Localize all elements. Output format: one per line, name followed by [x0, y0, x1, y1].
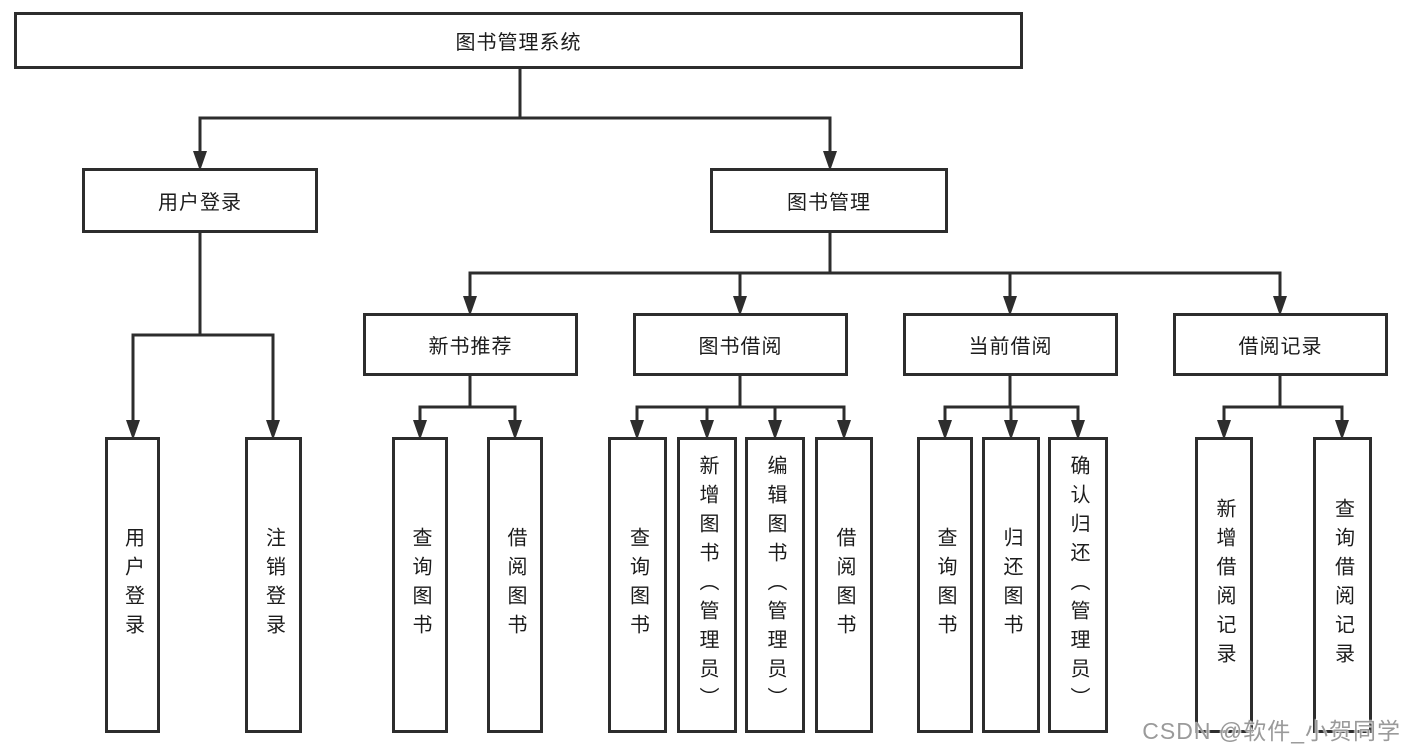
leaf-borrow-books-1: 借阅图书: [487, 437, 543, 733]
node-book-management-label: 图书管理: [787, 192, 871, 214]
leaf-query-books-3: 查询图书: [917, 437, 973, 733]
leaf-query-borrow-record-label: 查询借阅记录: [1331, 498, 1354, 672]
leaf-logout: 注销登录: [245, 437, 302, 733]
leaf-query-books-3-label: 查询图书: [934, 527, 956, 643]
leaf-query-books-1: 查询图书: [392, 437, 448, 733]
leaf-borrow-books-2: 借阅图书: [815, 437, 873, 733]
node-current-borrow: 当前借阅: [903, 313, 1118, 376]
node-book-borrow-label: 图书借阅: [698, 336, 783, 358]
leaf-logout-label: 注销登录: [262, 527, 285, 643]
leaf-query-borrow-record: 查询借阅记录: [1313, 437, 1372, 733]
node-new-book-recommend: 新书推荐: [363, 313, 578, 376]
csdn-watermark: CSDN @软件_小贺同学: [1142, 718, 1401, 744]
leaf-add-books-admin: 新增图书（管理员）: [677, 437, 737, 733]
node-book-borrow: 图书借阅: [633, 313, 848, 376]
node-root-system: 图书管理系统: [14, 12, 1023, 69]
node-book-management: 图书管理: [710, 168, 948, 233]
leaf-confirm-return-admin-label: 确认归还（管理员）: [1067, 454, 1089, 716]
node-borrow-record-label: 借阅记录: [1238, 336, 1323, 358]
leaf-edit-books-admin: 编辑图书（管理员）: [745, 437, 805, 733]
leaf-edit-books-admin-label: 编辑图书（管理员）: [764, 454, 786, 716]
leaf-confirm-return-admin: 确认归还（管理员）: [1048, 437, 1108, 733]
leaf-add-borrow-record-label: 新增借阅记录: [1213, 498, 1235, 672]
leaf-return-books: 归还图书: [982, 437, 1040, 733]
leaf-return-books-label: 归还图书: [1000, 527, 1022, 643]
node-borrow-record: 借阅记录: [1173, 313, 1388, 376]
leaf-user-login: 用户登录: [105, 437, 160, 733]
node-user-login: 用户登录: [82, 168, 318, 233]
leaf-query-books-1-label: 查询图书: [409, 527, 431, 643]
leaf-query-books-2: 查询图书: [608, 437, 667, 733]
leaf-borrow-books-2-label: 借阅图书: [833, 527, 855, 643]
leaf-add-borrow-record: 新增借阅记录: [1195, 437, 1253, 733]
node-user-login-label: 用户登录: [158, 192, 242, 214]
node-current-borrow-label: 当前借阅: [968, 336, 1053, 358]
leaf-add-books-admin-label: 新增图书（管理员）: [696, 454, 718, 716]
node-root-label: 图书管理系统: [455, 32, 582, 54]
leaf-user-login-label: 用户登录: [121, 527, 144, 643]
node-new-book-recommend-label: 新书推荐: [428, 336, 513, 358]
leaf-query-books-2-label: 查询图书: [626, 527, 649, 643]
leaf-borrow-books-1-label: 借阅图书: [504, 527, 526, 643]
